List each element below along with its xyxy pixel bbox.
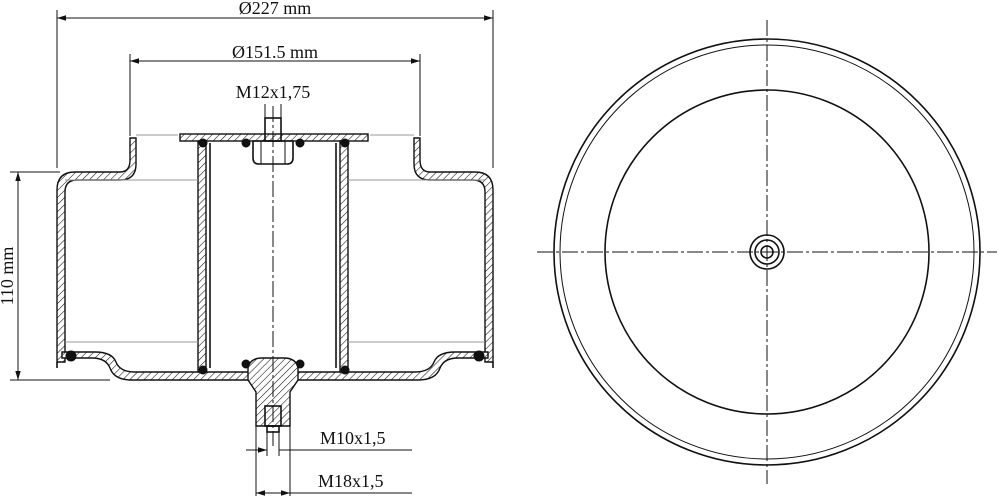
- weld-beads: [65, 138, 485, 375]
- dim-top-thread: M12x1,75: [236, 82, 311, 118]
- top-plate: [179, 133, 369, 142]
- inner-tube-left: [197, 140, 207, 373]
- reference-lines: [65, 134, 485, 343]
- bottom-thread-small-label: M10x1,5: [320, 428, 386, 448]
- dim-outer-diameter: Ø227 mm: [56, 0, 494, 168]
- bottom-plate: [61, 351, 489, 381]
- outer-diameter-label: Ø227 mm: [239, 0, 312, 18]
- dim-height: 110 mm: [0, 171, 110, 381]
- outer-can-wall: [56, 137, 494, 368]
- top-view: [537, 20, 997, 484]
- dim-bottom-thread-small: M10x1,5: [246, 428, 412, 456]
- dim-inner-diameter: Ø151.5 mm: [129, 42, 421, 136]
- bottom-thread-large-label: M18x1,5: [318, 471, 384, 491]
- inner-tube-right: [339, 140, 349, 373]
- height-label: 110 mm: [0, 247, 17, 306]
- dim-bottom-thread-large: M18x1,5: [255, 426, 412, 496]
- top-thread-label: M12x1,75: [236, 82, 311, 102]
- inner-diameter-label: Ø151.5 mm: [232, 42, 318, 62]
- section-view: Ø227 mm Ø151.5 mm M12x1,75 110 mm: [0, 0, 494, 496]
